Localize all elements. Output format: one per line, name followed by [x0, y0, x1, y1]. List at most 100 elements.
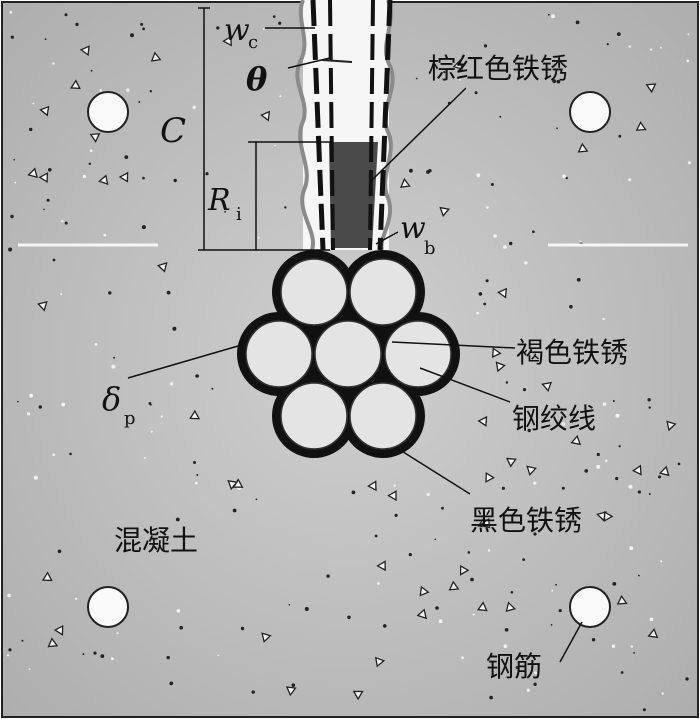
label-wc-sub: c [248, 32, 258, 53]
label-wb: w [400, 211, 426, 246]
label-delta-p: δ [102, 380, 121, 418]
aggregate-speck [347, 615, 351, 620]
aggregate-speck [633, 652, 635, 654]
aggregate-speck [505, 381, 509, 384]
wire-center [314, 320, 382, 388]
label-delta-p-sub: p [124, 408, 136, 429]
aggregate-speck [142, 176, 145, 180]
aggregate-triangle [603, 510, 614, 522]
crack-edge-left [295, 0, 316, 251]
aggregate-speck [326, 574, 330, 578]
aggregate-speck [138, 101, 141, 103]
aggregate-triangle [374, 656, 386, 668]
aggregate-speck [175, 517, 180, 522]
aggregate-speck [393, 484, 396, 487]
aggregate-speck [556, 127, 558, 130]
aggregate-speck [60, 293, 63, 295]
aggregate-speck [489, 695, 493, 700]
aggregate-speck [576, 277, 581, 282]
aggregate-speck [304, 607, 309, 611]
label-wc: w [224, 13, 250, 48]
aggregate-speck [499, 115, 502, 118]
aggregate-speck [100, 654, 105, 658]
aggregate-triangle [352, 690, 364, 701]
aggregate-speck [472, 613, 475, 616]
aggregate-speck [8, 648, 12, 652]
wire-right [384, 320, 452, 388]
aggregate-speck [658, 475, 661, 479]
aggregate-triangle [118, 171, 129, 183]
aggregate-speck [533, 481, 537, 485]
aggregate-speck [501, 486, 505, 490]
aggregate-speck [169, 382, 174, 386]
aggregate-speck [176, 609, 181, 613]
aggregate-speck [111, 364, 116, 369]
theta-line [321, 59, 353, 63]
aggregate-triangle [577, 142, 589, 153]
aggregate-speck [615, 413, 620, 418]
aggregate-speck [687, 33, 690, 36]
aggregate-speck [64, 221, 68, 225]
aggregate-speck [82, 174, 86, 179]
aggregate-speck [515, 666, 519, 670]
wire-bottom-left [280, 382, 348, 450]
label-red-brown-rust: 棕红色铁锈 [428, 52, 568, 85]
aggregate-triangle [27, 167, 38, 179]
aggregate-triangle [526, 465, 537, 476]
aggregate-speck [61, 402, 66, 407]
wire-bottom-right [349, 382, 417, 450]
leader-wb [375, 231, 399, 245]
aggregate-speck [409, 168, 413, 173]
aggregate-speck [552, 79, 557, 84]
aggregate-speck [551, 14, 555, 19]
aggregate-triangle [497, 287, 508, 299]
leader-red-brown-rust [371, 87, 467, 181]
aggregate-triangle [98, 174, 109, 186]
aggregate-speck [556, 79, 561, 84]
aggregate-speck [166, 655, 170, 660]
leader-black-rust [399, 449, 471, 495]
aggregate-speck [17, 400, 19, 403]
aggregate-triangle [645, 83, 657, 94]
aggregate-triangle [505, 457, 517, 468]
strand-wires [245, 258, 452, 450]
aggregate-triangle [70, 79, 81, 90]
aggregate-speck [52, 62, 55, 65]
aggregate-triangle [570, 434, 582, 446]
aggregate-speck [532, 230, 535, 233]
aggregate-speck [604, 459, 608, 463]
aggregate-speck [124, 155, 129, 160]
aggregate-speck [94, 343, 98, 346]
aggregate-speck [126, 88, 130, 92]
aggregate-speck [565, 176, 568, 180]
aggregate-speck [166, 290, 171, 295]
aggregate-speck [44, 38, 47, 41]
aggregate-speck [14, 181, 17, 184]
aggregate-speck [52, 453, 55, 457]
aggregate-speck [490, 183, 494, 186]
aggregate-speck [550, 624, 553, 626]
aggregate-speck [377, 582, 380, 585]
aggregate-triangle [53, 625, 64, 636]
aggregate-speck [612, 400, 615, 402]
aggregate-speck [110, 657, 114, 661]
aggregate-speck [61, 220, 64, 223]
aggregate-speck [660, 46, 662, 49]
aggregate-triangle [476, 601, 488, 612]
label-wb-sub: b [424, 238, 436, 259]
aggregate-triangle [495, 361, 506, 373]
wire-left [245, 320, 313, 388]
aggregate-speck [52, 258, 56, 262]
aggregate-triangle [79, 45, 90, 57]
aggregate-speck [596, 452, 600, 457]
aggregate-triangle [616, 594, 628, 605]
aggregate-speck [548, 13, 550, 16]
aggregate-speck [143, 456, 146, 459]
crack-dash-2 [328, 0, 335, 251]
aggregate-speck [116, 632, 119, 635]
label-Ri-sub: i [236, 204, 242, 225]
aggregate-speck [251, 690, 255, 694]
aggregate-speck [113, 356, 116, 359]
label-black-rust: 黑色铁锈 [470, 504, 582, 537]
aggregate-speck [616, 32, 621, 36]
